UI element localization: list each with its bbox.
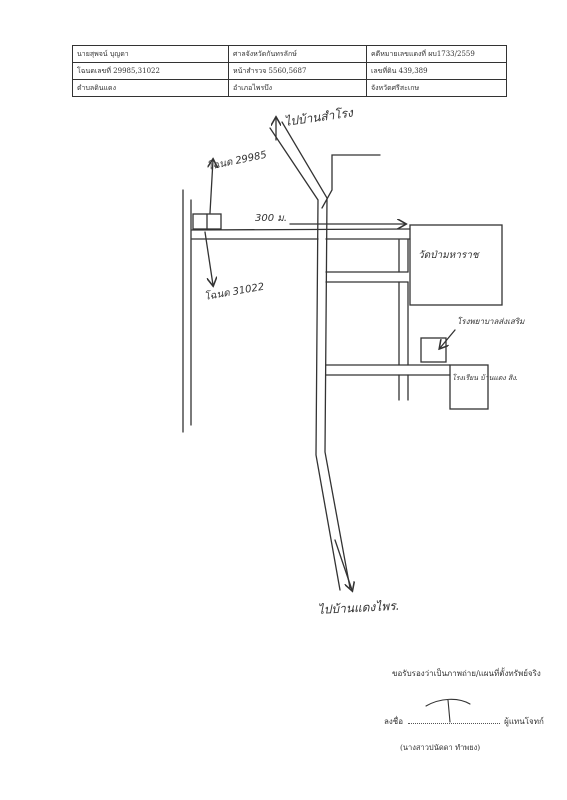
parcel-a-label: โฉนด 29985 bbox=[206, 149, 268, 173]
temple-label: วัดป่ามหาราช bbox=[418, 250, 480, 261]
property-info-table: นายสุพจน์ บุญดา ศาลจังหวัดกันทรลักษ์ คดี… bbox=[72, 45, 507, 97]
hospital-label: โรงพยาบาลส่งเสริม bbox=[457, 316, 525, 326]
school-box bbox=[449, 364, 489, 410]
main-road-right-edge bbox=[281, 121, 351, 589]
table-cell: อำเภอไพรบึง bbox=[228, 79, 367, 97]
certification-statement: ขอรับรองว่าเป็นภาพถ่าย/แผนที่ตั้งทรัพย์จ… bbox=[392, 669, 541, 678]
table-row: ตำบลดินแดง อำเภอไพรบึง จังหวัดศรีสะเกษ bbox=[72, 79, 507, 97]
arrow-bottom-road bbox=[334, 539, 352, 590]
school-label: โรงเรียน บ้านแดง สิง. bbox=[452, 373, 518, 382]
signer-name: (นางสาวปนัดดา ทำพยง) bbox=[400, 743, 481, 752]
arrow-parcel-b bbox=[204, 231, 213, 285]
arrow-hospital bbox=[440, 329, 456, 348]
signature-row: ลงชื่อ ผู้แทนโจทก์ bbox=[384, 715, 544, 728]
temple-box bbox=[409, 224, 503, 306]
branch-road-edge bbox=[329, 172, 378, 192]
sign-prefix: ลงชื่อ bbox=[384, 717, 404, 726]
west-road-top-edge bbox=[191, 228, 411, 231]
signature-mark bbox=[425, 698, 471, 723]
table-cell: ตำบลดินแดง bbox=[72, 79, 229, 97]
sign-suffix: ผู้แทนโจทก์ bbox=[504, 717, 544, 726]
top-road-label: ไปบ้านสำโรง bbox=[283, 105, 354, 129]
branch-road-edge bbox=[321, 154, 381, 209]
table-cell: จังหวัดศรีสะเกษ bbox=[366, 79, 507, 97]
bottom-road-label: ไปบ้านแดงไพร. bbox=[317, 599, 399, 617]
arrow-parcel-a bbox=[210, 160, 213, 214]
table-row: นายสุพจน์ บุญดา ศาลจังหวัดกันทรลักษ์ คดี… bbox=[72, 45, 507, 63]
distance-label: 300 ม. bbox=[255, 213, 287, 224]
main-road-left-edge bbox=[269, 127, 341, 591]
hospital-box bbox=[420, 337, 447, 363]
signature-line bbox=[407, 723, 500, 724]
